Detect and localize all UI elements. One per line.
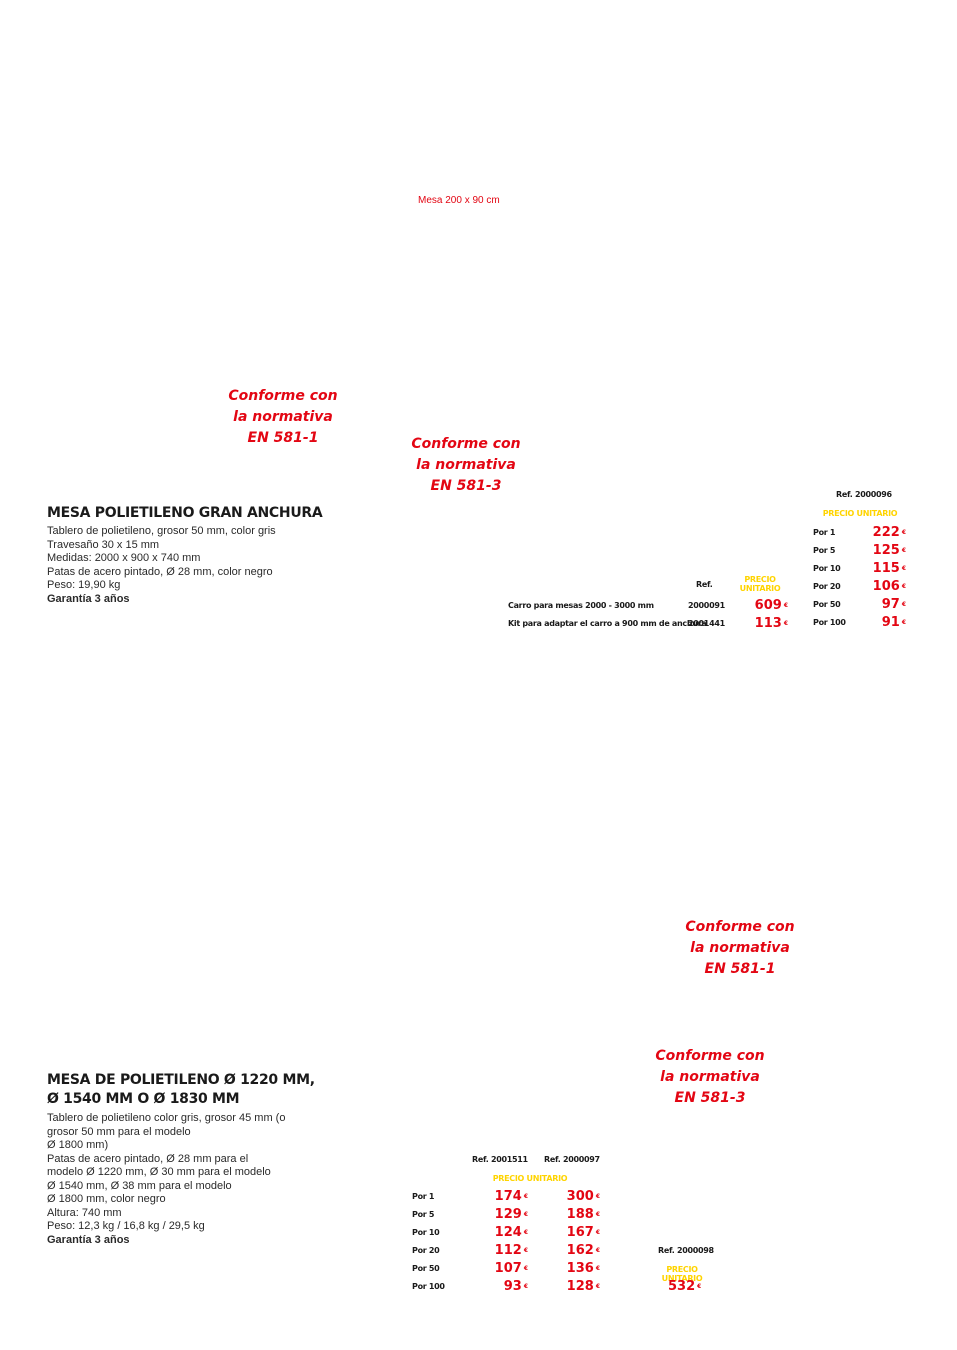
compliance-badge-en5811-bottom: Conforme con la normativa EN 581-1 [685, 919, 795, 977]
product-description-2: Tablero de polietileno color gris, groso… [47, 1112, 286, 1246]
table-row: Por 10 115€ [813, 560, 906, 576]
table-row: Por 20 112€ 162€ [412, 1242, 600, 1258]
price-table-ref-b: Ref. 2000097 [544, 1155, 600, 1164]
price-table-2000096: Por 1 222€ Por 5 125€ Por 10 115€ Por 20… [813, 523, 906, 633]
price-2000098: 532€ [668, 1279, 702, 1294]
compliance-badge-en5811-top: Conforme con la normativa EN 581-1 [228, 388, 338, 446]
price-table-label-3: PRECIO UNITARIO [661, 1265, 703, 1283]
compliance-badge-en5813-bottom: Conforme con la normativa EN 581-3 [655, 1048, 765, 1106]
table-row: Por 100 93€ 128€ [412, 1278, 600, 1294]
table-row: Por 5 125€ [813, 542, 906, 558]
price-table-label-2: PRECIO UNITARIO [492, 1174, 568, 1183]
price-table-ref: Ref. 2000096 [836, 490, 892, 499]
product-title: MESA POLIETILENO GRAN ANCHURA [47, 505, 323, 521]
price-table-ref-3: Ref. 2000098 [658, 1246, 714, 1255]
table-row: Por 100 91€ [813, 614, 906, 630]
table-row: Por 1 222€ [813, 524, 906, 540]
price-table-ref-a: Ref. 2001511 [472, 1155, 528, 1164]
warranty-label: Garantía 3 años [47, 592, 130, 605]
accessories-price-header: PRECIO UNITARIO [739, 575, 781, 593]
table-row: Por 20 106€ [813, 578, 906, 594]
table-row: Por 50 97€ [813, 596, 906, 612]
table-row: Por 1 174€ 300€ [412, 1188, 600, 1204]
table-row: Por 10 124€ 167€ [412, 1224, 600, 1240]
image-caption: Mesa 200 x 90 cm [418, 195, 500, 206]
compliance-badge-en5813-top: Conforme con la normativa EN 581-3 [411, 436, 521, 494]
price-table-label: PRECIO UNITARIO [822, 509, 898, 518]
price-table-2001511-2000097: Por 1 174€ 300€ Por 5 129€ 188€ Por 10 1… [412, 1187, 602, 1297]
table-row: Carro para mesas 2000 - 3000 mm 2000091 … [508, 597, 788, 613]
product-description: Tablero de polietileno, grosor 50 mm, co… [47, 525, 276, 605]
accessories-ref-header: Ref. [696, 580, 713, 589]
table-row: Por 5 129€ 188€ [412, 1206, 600, 1222]
accessories-table: Carro para mesas 2000 - 3000 mm 2000091 … [508, 596, 788, 636]
product-title-2: MESA DE POLIETILENO Ø 1220 MM, Ø 1540 MM… [47, 1072, 315, 1107]
warranty-label: Garantía 3 años [47, 1233, 130, 1246]
table-row: Kit para adaptar el carro a 900 mm de an… [508, 615, 788, 631]
table-row: Por 50 107€ 136€ [412, 1260, 600, 1276]
